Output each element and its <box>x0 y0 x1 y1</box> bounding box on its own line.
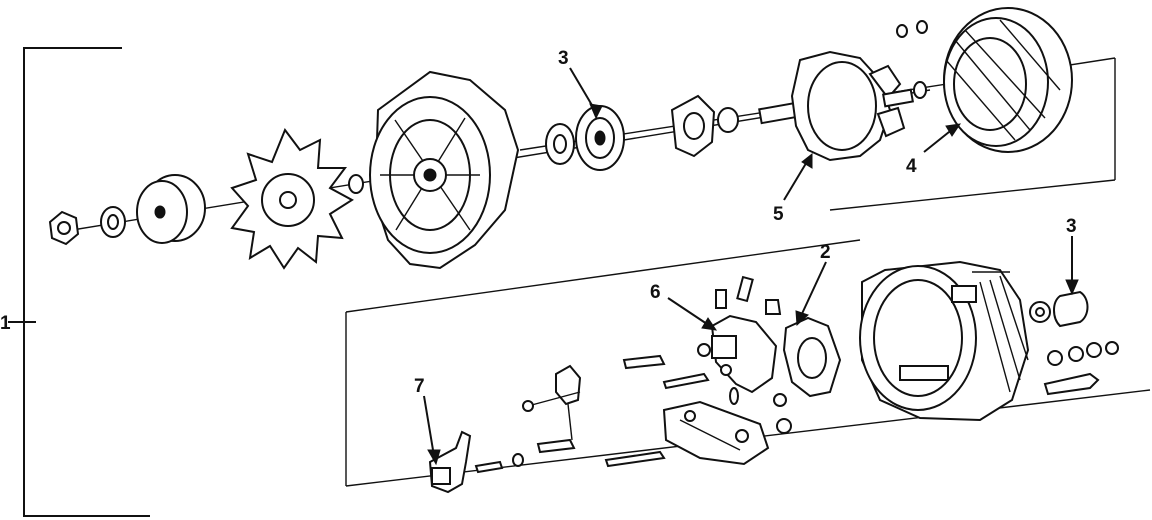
stator <box>943 7 1073 153</box>
through-bolts <box>1043 341 1119 396</box>
rectifier <box>662 400 770 466</box>
callout-4: 4 <box>906 156 917 177</box>
brush-holder-insulator <box>782 316 842 398</box>
callout-5: 5 <box>773 204 784 225</box>
stator-nuts <box>896 20 928 38</box>
rotor <box>758 50 927 162</box>
pulley-nut <box>48 210 80 246</box>
spacer <box>348 174 364 194</box>
callout-7: 7 <box>414 376 425 397</box>
drive-end-housing <box>369 70 520 270</box>
callout-1: 1 <box>0 313 11 334</box>
front-bearing <box>545 105 625 171</box>
mounting-screws <box>474 343 792 474</box>
pulley <box>136 174 206 244</box>
regulator <box>428 430 472 494</box>
lock-washer <box>100 206 126 238</box>
callout-6: 6 <box>650 282 661 303</box>
fan <box>230 127 354 270</box>
rear-bearing <box>1029 290 1089 328</box>
assembly-bracket <box>8 47 150 517</box>
brush-holder <box>710 275 782 394</box>
leader-lines <box>423 67 1079 466</box>
callout-3-lower: 3 <box>1066 216 1077 237</box>
bearing-retainer-plate <box>670 94 716 158</box>
slip-ring-end-housing <box>859 260 1030 422</box>
callout-2: 2 <box>820 242 831 263</box>
collar <box>717 107 739 133</box>
terminal-bracket <box>522 364 582 441</box>
callout-3-upper: 3 <box>558 48 569 69</box>
